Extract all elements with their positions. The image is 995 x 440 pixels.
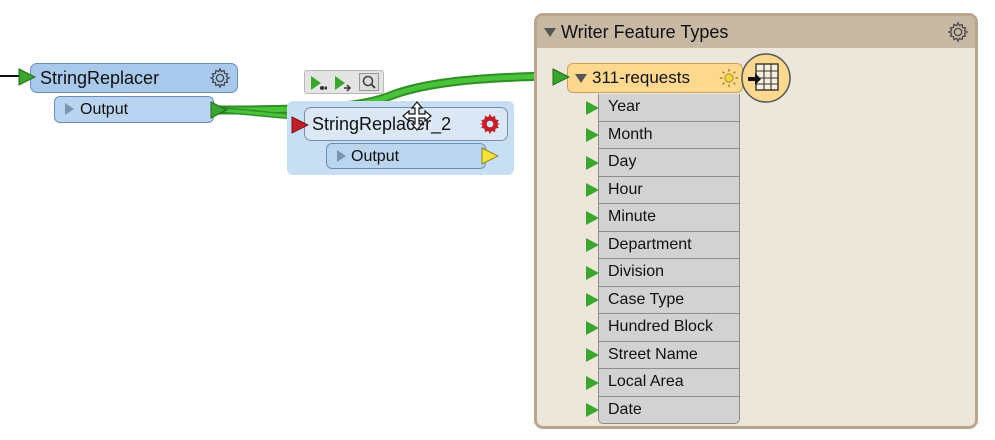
output-port-arrow[interactable] bbox=[210, 101, 228, 119]
attribute-year[interactable]: Year bbox=[598, 94, 740, 122]
output-port-label-2: Output bbox=[351, 148, 400, 165]
attribute-input-arrow[interactable] bbox=[586, 321, 599, 335]
attribute-street-name[interactable]: Street Name bbox=[598, 341, 740, 369]
attribute-month[interactable]: Month bbox=[598, 121, 740, 149]
output-port[interactable]: Output bbox=[54, 96, 214, 123]
attribute-input-arrow[interactable] bbox=[586, 293, 599, 307]
attribute-input-arrow[interactable] bbox=[586, 376, 599, 390]
attribute-day[interactable]: Day bbox=[598, 149, 740, 177]
collapse-icon[interactable] bbox=[575, 74, 587, 83]
attribute-case-type[interactable]: Case Type bbox=[598, 286, 740, 314]
input-port-arrow[interactable] bbox=[18, 68, 36, 86]
attribute-input-arrow[interactable] bbox=[586, 238, 599, 252]
attribute-input-arrow[interactable] bbox=[586, 211, 599, 225]
collapse-icon[interactable] bbox=[544, 28, 556, 37]
bookmark-header[interactable]: Writer Feature Types bbox=[537, 16, 975, 48]
bookmark-title: Writer Feature Types bbox=[561, 22, 729, 42]
expand-icon[interactable] bbox=[337, 150, 346, 162]
output-port-label: Output bbox=[80, 101, 129, 118]
sun-gear-icon[interactable] bbox=[718, 67, 740, 89]
gear-icon[interactable] bbox=[479, 113, 501, 135]
attribute-department[interactable]: Department bbox=[598, 231, 740, 259]
transformer-title: StringReplacer bbox=[40, 68, 160, 88]
transformer-stringreplacer-2[interactable]: StringReplacer_2 bbox=[304, 107, 508, 141]
transformer-stringreplacer[interactable]: StringReplacer bbox=[30, 63, 238, 93]
move-cursor-icon bbox=[402, 101, 432, 131]
csv-writer-icon[interactable] bbox=[740, 52, 792, 104]
inspect-button[interactable] bbox=[359, 73, 379, 91]
quick-toolbar bbox=[304, 70, 384, 94]
attribute-input-arrow[interactable] bbox=[586, 101, 599, 115]
attribute-hour[interactable]: Hour bbox=[598, 176, 740, 204]
run-to-icon[interactable] bbox=[309, 74, 327, 92]
run-from-icon[interactable] bbox=[333, 74, 351, 92]
attribute-input-arrow[interactable] bbox=[586, 348, 599, 362]
attribute-minute[interactable]: Minute bbox=[598, 204, 740, 232]
attribute-hundred-block[interactable]: Hundred Block bbox=[598, 314, 740, 342]
attribute-input-arrow[interactable] bbox=[586, 128, 599, 142]
attribute-input-arrow[interactable] bbox=[586, 183, 599, 197]
gear-icon[interactable] bbox=[209, 67, 231, 89]
output-port-2[interactable]: Output bbox=[326, 143, 486, 169]
feature-type-name: 311-requests bbox=[592, 68, 690, 87]
feature-type-input-arrow[interactable] bbox=[552, 68, 570, 86]
output-port-arrow-2[interactable] bbox=[481, 147, 499, 165]
attribute-local-area[interactable]: Local Area bbox=[598, 369, 740, 397]
attribute-input-arrow[interactable] bbox=[586, 156, 599, 170]
attribute-division[interactable]: Division bbox=[598, 259, 740, 287]
attribute-input-arrow[interactable] bbox=[586, 403, 599, 417]
gear-icon[interactable] bbox=[947, 21, 969, 43]
attribute-input-arrow[interactable] bbox=[586, 266, 599, 280]
magnifier-icon bbox=[362, 75, 376, 89]
input-port-arrow-2[interactable] bbox=[291, 116, 309, 134]
attribute-date[interactable]: Date bbox=[598, 396, 740, 424]
feature-type-311-requests[interactable]: 311-requests bbox=[567, 63, 743, 93]
expand-icon[interactable] bbox=[65, 103, 74, 115]
